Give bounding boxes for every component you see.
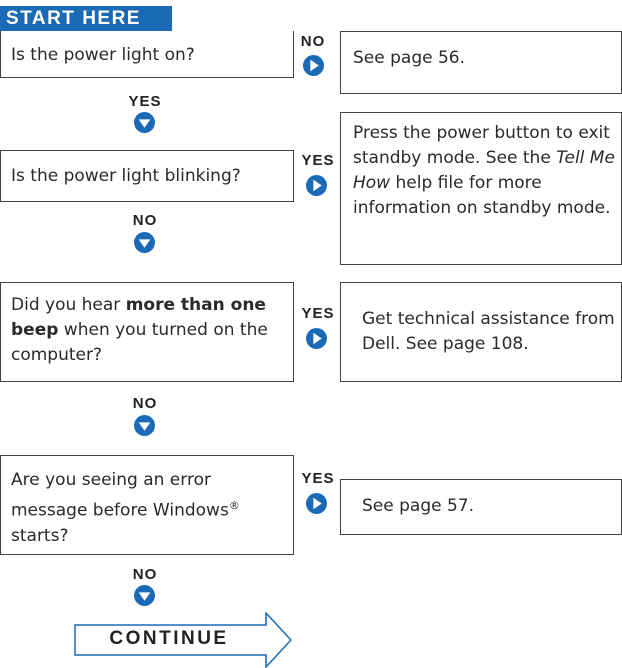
answer-technical-assistance: Get technical assistance from Dell. See … [340, 282, 622, 382]
start-here-label: START HERE [0, 6, 172, 31]
down-arrow-icon [134, 585, 155, 606]
branch-label-yes: YES [128, 93, 162, 110]
branch-label-no: NO [132, 395, 158, 412]
branch-label-no: NO [300, 33, 326, 50]
question-power-light-on: Is the power light on? [0, 31, 294, 78]
right-arrow-icon [306, 328, 327, 349]
down-arrow-icon [134, 112, 155, 133]
branch-label-yes: YES [301, 305, 335, 322]
branch-label-yes: YES [301, 152, 335, 169]
question-power-light-blinking: Is the power light blinking? [0, 150, 294, 202]
continue-label: CONTINUE [109, 628, 229, 649]
answer-see-page-56: See page 56. [340, 31, 622, 94]
continue-arrow-icon [74, 612, 293, 668]
branch-label-yes: YES [301, 470, 335, 487]
tell-me-how-link-text: Tell Me How [353, 148, 615, 193]
question-more-than-one-beep: Did you hear more than one beep when you… [0, 282, 294, 382]
down-arrow-icon [134, 232, 155, 253]
answer-standby-mode: Press the power button to exit standby m… [340, 112, 622, 265]
emphasis-more-than-one-beep: more than one beep [11, 295, 266, 340]
right-arrow-icon [303, 55, 324, 76]
branch-label-no: NO [132, 212, 158, 229]
right-arrow-icon [306, 493, 327, 514]
down-arrow-icon [134, 415, 155, 436]
question-error-message-before-windows: Are you seeing an error message before W… [0, 455, 294, 555]
right-arrow-icon [306, 175, 327, 196]
registered-mark: ® [228, 499, 240, 512]
answer-see-page-57: See page 57. [340, 479, 622, 535]
branch-label-no: NO [132, 566, 158, 583]
